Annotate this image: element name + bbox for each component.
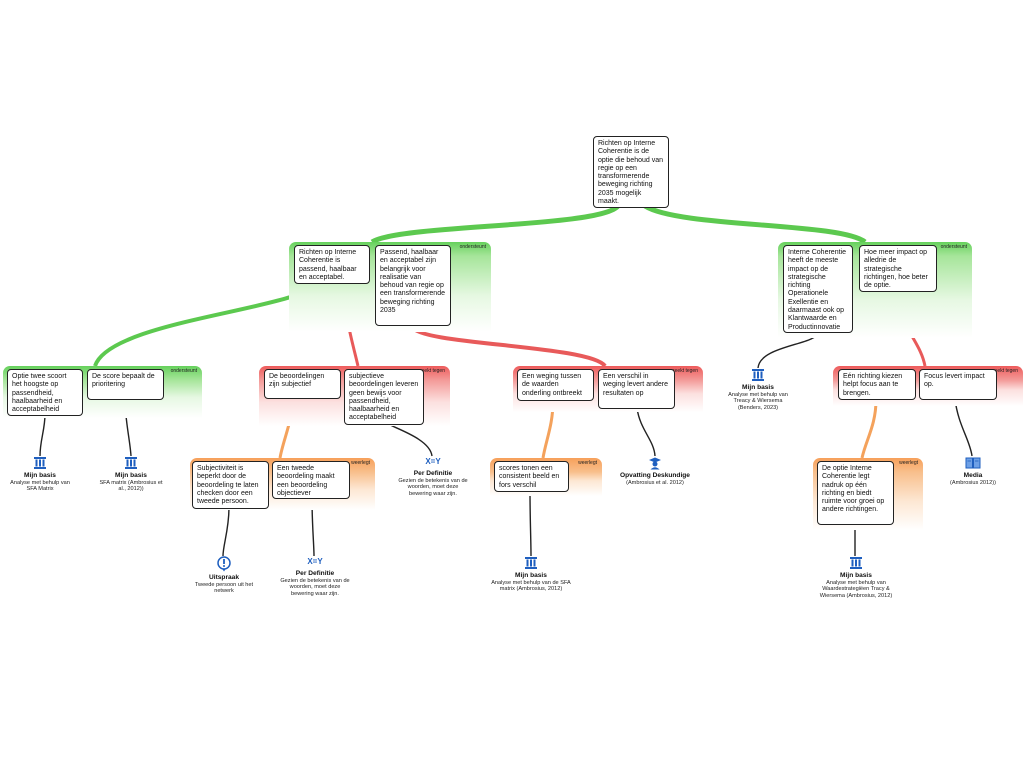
basis-title: Per Definitie — [295, 570, 335, 577]
basis-title: Mijn basis — [515, 572, 547, 579]
basis-b5[interactable]: Opvatting Deskundige (Ambrosius et al. 2… — [618, 456, 692, 486]
basis-b8[interactable]: X=Y Per Definitie Gezien de betekenis va… — [280, 556, 350, 597]
group-type-label: weerlegt — [578, 460, 597, 466]
group-type-label: weerlegt — [899, 460, 918, 466]
basis-b9[interactable]: Mijn basis Analyse met behulp van de SFA… — [491, 556, 571, 593]
basis-description: Analyse met behulp van Treacy & Wiersema… — [728, 391, 788, 411]
basis-description: Gezien de betekenis van de woorden, moet… — [280, 577, 350, 597]
claim-c16[interactable]: De optie Interne Coherentie legt nadruk … — [817, 461, 894, 525]
claim-c15[interactable]: scores tonen een consistent beeld en for… — [494, 461, 569, 492]
basis-b2[interactable]: Mijn basis SFA matrix (Ambrosius et al.,… — [96, 456, 166, 493]
expert-icon — [649, 457, 661, 470]
basis-b6[interactable]: Media (Ambrosius 2012)) — [937, 456, 1009, 486]
basis-description: Analyse met behulp van Waardestrategiëen… — [819, 579, 893, 599]
claim-c1[interactable]: Richten op Interne Coherentie is passend… — [294, 245, 370, 284]
basis-title: Opvatting Deskundige — [620, 472, 690, 479]
link-c8-basis — [387, 423, 433, 457]
definition-icon: X=Y — [307, 557, 323, 566]
claim-c11[interactable]: Eén richting kiezen helpt focus aan te b… — [838, 369, 916, 400]
link-c2-to-weighting-oppose — [410, 325, 607, 368]
basis-title: Uitspraak — [208, 574, 240, 581]
basis-description: (Ambrosius et al. 2012) — [626, 479, 684, 486]
claim-c6[interactable]: De score bepaalt de prioritering — [87, 369, 164, 400]
basis-title: Per Definitie — [413, 470, 453, 477]
claim-c13[interactable]: Subjectiviteit is beperkt door de beoord… — [192, 461, 269, 509]
basis-title: Mijn basis — [24, 472, 56, 479]
link-c13-basis — [222, 506, 230, 557]
claim-c3[interactable]: Interne Coherentie heeft de meeste impac… — [783, 245, 853, 333]
basis-title: Mijn basis — [742, 384, 774, 391]
pillar-icon — [34, 457, 46, 469]
group-type-label: ondersteunt — [459, 244, 486, 250]
root-claim[interactable]: Richten op Interne Coherentie is de opti… — [593, 136, 669, 208]
link-c11-to-rebut — [860, 399, 878, 459]
group-type-label: weerlegt — [351, 460, 370, 466]
claim-c2[interactable]: Passend, haalbaar en acceptabel zijn bel… — [375, 245, 451, 326]
pillar-icon — [850, 557, 862, 569]
claim-c12[interactable]: Focus levert impact op. — [919, 369, 997, 400]
basis-description: Analyse met behulp van de SFA matrix (Am… — [491, 579, 571, 593]
basis-description: Tweede persoon uit het netwerk — [194, 581, 254, 595]
exclamation-icon — [217, 556, 231, 572]
link-c12-basis — [954, 398, 973, 457]
pillar-icon — [525, 557, 537, 569]
claim-c10[interactable]: Een verschil in weging levert andere res… — [598, 369, 675, 409]
basis-description: SFA matrix (Ambrosius et al., 2012)) — [99, 479, 163, 493]
basis-b4[interactable]: X=Y Per Definitie Gezien de betekenis va… — [398, 456, 468, 497]
link-c10-basis — [636, 407, 656, 457]
definition-icon: X=Y — [425, 457, 441, 466]
basis-b3[interactable]: Mijn basis Analyse met behulp van Treacy… — [722, 368, 794, 411]
basis-b10[interactable]: Mijn basis Analyse met behulp van Waarde… — [816, 556, 896, 599]
claim-c5[interactable]: Optie twee scoort het hoogste op passend… — [7, 369, 83, 416]
link-c15-basis — [529, 490, 532, 557]
claim-c14[interactable]: Een tweede beoordeling maakt een beoorde… — [272, 461, 350, 499]
group-type-label: spreekt tegen — [987, 368, 1018, 374]
group-type-label: spreekt tegen — [414, 368, 445, 374]
basis-title: Mijn basis — [840, 572, 872, 579]
group-type-label: ondersteunt — [170, 368, 197, 374]
claim-c7[interactable]: De beoordelingen zijn subjectief — [264, 369, 341, 399]
pillar-icon — [752, 369, 764, 381]
link-c5-basis — [39, 413, 46, 457]
pillar-icon — [125, 457, 137, 469]
claim-c4[interactable]: Hoe meer impact op alledrie de strategis… — [859, 245, 937, 292]
link-root-to-right-support — [643, 203, 867, 245]
claim-c8[interactable]: subjectieve beoordelingen leveren geen b… — [344, 369, 424, 425]
claim-c9[interactable]: Een weging tussen de waarden onderling o… — [517, 369, 594, 401]
group-type-label: ondersteunt — [940, 244, 967, 250]
basis-title: Media — [963, 472, 983, 479]
basis-description: (Ambrosius 2012)) — [949, 479, 996, 486]
book-icon — [965, 457, 981, 469]
basis-title: Mijn basis — [115, 472, 147, 479]
group-type-label: spreekt tegen — [667, 368, 698, 374]
link-root-to-left-support — [370, 204, 620, 245]
link-c1-to-score-support — [93, 280, 322, 367]
basis-description: Gezien de betekenis van de woorden, moet… — [398, 477, 468, 497]
basis-b7[interactable]: Uitspraak Tweede persoon uit het netwerk — [188, 556, 260, 595]
basis-b1[interactable]: Mijn basis Analyse met behulp van SFA Ma… — [5, 456, 75, 493]
basis-description: Analyse met behulp van SFA Matrix — [10, 479, 70, 493]
